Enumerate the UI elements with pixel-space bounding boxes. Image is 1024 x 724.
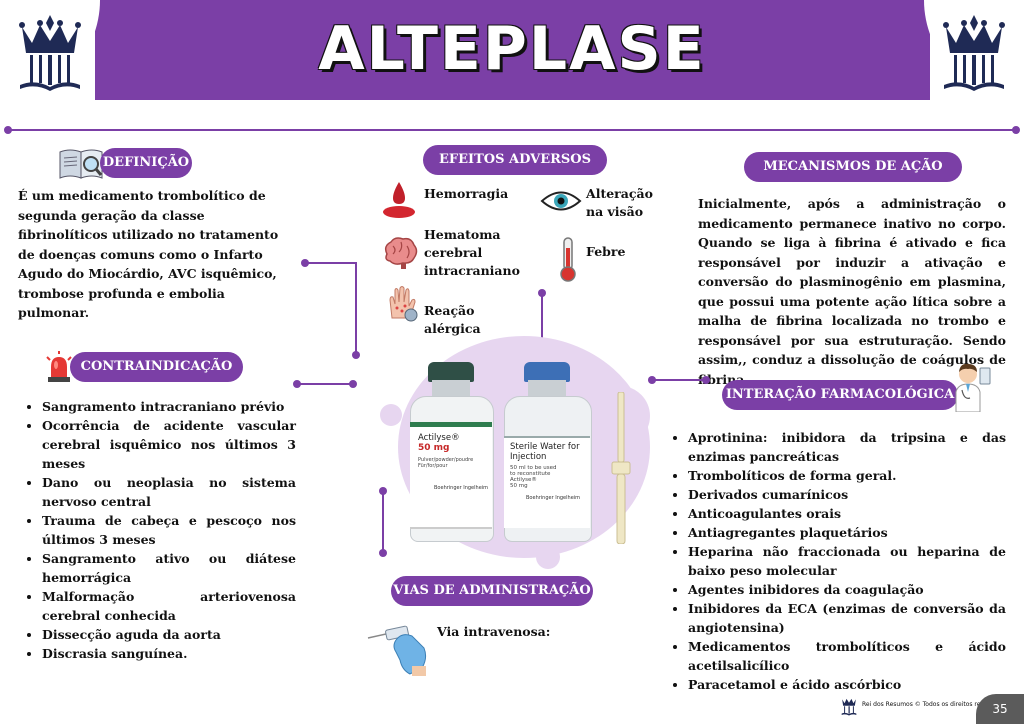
contraindicacao-item: Ocorrência de acidente vascular cerebral…	[42, 416, 296, 473]
contraindicacao-list: Sangramento intracraniano prévioOcorrênc…	[22, 397, 296, 663]
mecanismo-text: Inicialmente, após a administração o med…	[698, 196, 1006, 387]
interacao-item: Paracetamol e ácido ascórbico	[688, 675, 1006, 694]
divider-dot-left	[4, 126, 12, 134]
connector	[355, 262, 357, 354]
vial-line: Sterile Water for	[510, 442, 580, 452]
divider-dot-right	[1012, 126, 1020, 134]
vial-brand: Actilyse®	[418, 433, 460, 443]
section-heading-vias: VIAS DE ADMINISTRAÇÃO	[391, 576, 593, 606]
page-number: 35	[976, 694, 1024, 724]
vial-line: Injection	[510, 452, 547, 462]
section-heading-mecanismo: MECANISMOS DE AÇÃO	[744, 152, 962, 182]
interacao-item: Agentes inibidores da coagulação	[688, 580, 1006, 599]
efeito-hemorragia: Hemorragia	[424, 186, 509, 201]
crown-book-logo-icon	[838, 694, 860, 716]
interacao-item: Derivados cumarínicos	[688, 485, 1006, 504]
book-magnifier-icon	[58, 146, 104, 180]
vial-line: 50 ml to be used	[510, 465, 557, 471]
allergic-hand-icon	[382, 284, 422, 322]
connector	[541, 292, 543, 354]
interacao-item: Trombolíticos de forma geral.	[688, 466, 1006, 485]
interacao-item: Heparina não fraccionada ou heparina de …	[688, 542, 1006, 580]
interacao-item: Medicamentos trombolíticos e ácido aceti…	[688, 637, 1006, 675]
crown-book-logo-icon	[19, 15, 81, 91]
interacao-list: Aprotinina: inibidora da tripsina e das …	[668, 428, 1006, 694]
header-band	[95, 0, 930, 100]
sterile-water-vial: Sterile Water for Injection 50 ml to be …	[500, 362, 594, 542]
header-divider	[8, 129, 1018, 131]
connector	[652, 379, 706, 381]
connector-dot	[352, 351, 360, 359]
vial-maker: Boehringer Ingelheim	[526, 495, 581, 501]
actilyse-vial: Actilyse® 50 mg Pulver/powder/poudre Für…	[406, 362, 496, 542]
vias-text: Via intravenosa:	[437, 624, 551, 639]
contraindicacao-item: Sangramento intracraniano prévio	[42, 397, 296, 416]
interacao-item: Anticoagulantes orais	[688, 504, 1006, 523]
connector-dot	[349, 380, 357, 388]
alarm-siren-icon	[44, 351, 74, 383]
vial-line: Für/for/pour	[418, 463, 448, 469]
section-heading-interacao: INTERAÇÃO FARMACOLÓGICA	[722, 380, 958, 410]
definicao-text: É um medicamento trombolítico de segunda…	[18, 188, 279, 320]
connector-dot	[301, 259, 309, 267]
interacao-item: Inibidores da ECA (enzimas de conversão …	[688, 599, 1006, 637]
connector	[382, 490, 384, 552]
connector-dot	[538, 289, 546, 297]
page-title: ALTEPLASE	[318, 14, 706, 84]
section-heading-definicao: DEFINIÇÃO	[100, 148, 192, 178]
connector-dot	[702, 376, 710, 384]
contraindicacao-item: Discrasia sanguínea.	[42, 644, 296, 663]
contraindicacao-item: Dissecção aguda da aorta	[42, 625, 296, 644]
efeito-febre: Febre	[586, 244, 626, 259]
contraindicacao-item: Malformação arteriovenosa cerebral conhe…	[42, 587, 296, 625]
blood-drop-icon	[381, 180, 417, 220]
connector	[305, 262, 357, 264]
vial-line: Pulver/powder/poudre	[418, 457, 474, 463]
footer-credit: Rei dos Resumos © Todos os direitos rese…	[862, 701, 1008, 708]
eye-icon	[540, 188, 582, 214]
connector-dot	[379, 549, 387, 557]
connector-dot	[293, 380, 301, 388]
transfer-device	[610, 391, 632, 545]
vial-line: to reconstitute	[510, 471, 551, 477]
interacao-item: Aprotinina: inibidora da tripsina e das …	[688, 428, 1006, 466]
vial-line: Actilyse®	[510, 477, 537, 483]
vial-maker: Boehringer Ingelheim	[434, 485, 489, 491]
connector	[296, 383, 353, 385]
contraindicacao-item: Dano ou neoplasia no sistema nervoso cen…	[42, 473, 296, 511]
contraindicacao-item: Sangramento ativo ou diátese hemorrágica	[42, 549, 296, 587]
header-corner-left	[0, 0, 100, 100]
image-backdrop-dot	[536, 545, 560, 569]
section-heading-contraindicacao: CONTRAINDICAÇÃO	[70, 352, 243, 382]
crown-book-logo-icon	[943, 15, 1005, 91]
connector-dot	[379, 487, 387, 495]
contraindicacao-item: Trauma de cabeça e pescoço nos últimos 3…	[42, 511, 296, 549]
header-corner-right	[924, 0, 1024, 100]
efeito-reacao-alergica: Reação alérgica	[424, 303, 481, 336]
connector-dot	[648, 376, 656, 384]
efeito-hematoma: Hematoma cerebral intracraniano	[424, 227, 520, 278]
vial-line: 50 mg	[510, 483, 528, 489]
vial-dose: 50 mg	[418, 443, 450, 453]
interacao-item: Antiagregantes plaquetários	[688, 523, 1006, 542]
thermometer-icon	[556, 236, 580, 282]
efeito-visao: Alteração na visão	[586, 186, 653, 219]
doctor-illustration-icon	[952, 360, 992, 413]
section-heading-efeitos: EFEITOS ADVERSOS	[423, 145, 607, 175]
brain-icon	[381, 236, 419, 270]
syringe-glove-icon	[366, 618, 432, 678]
image-backdrop-dot	[380, 404, 402, 426]
